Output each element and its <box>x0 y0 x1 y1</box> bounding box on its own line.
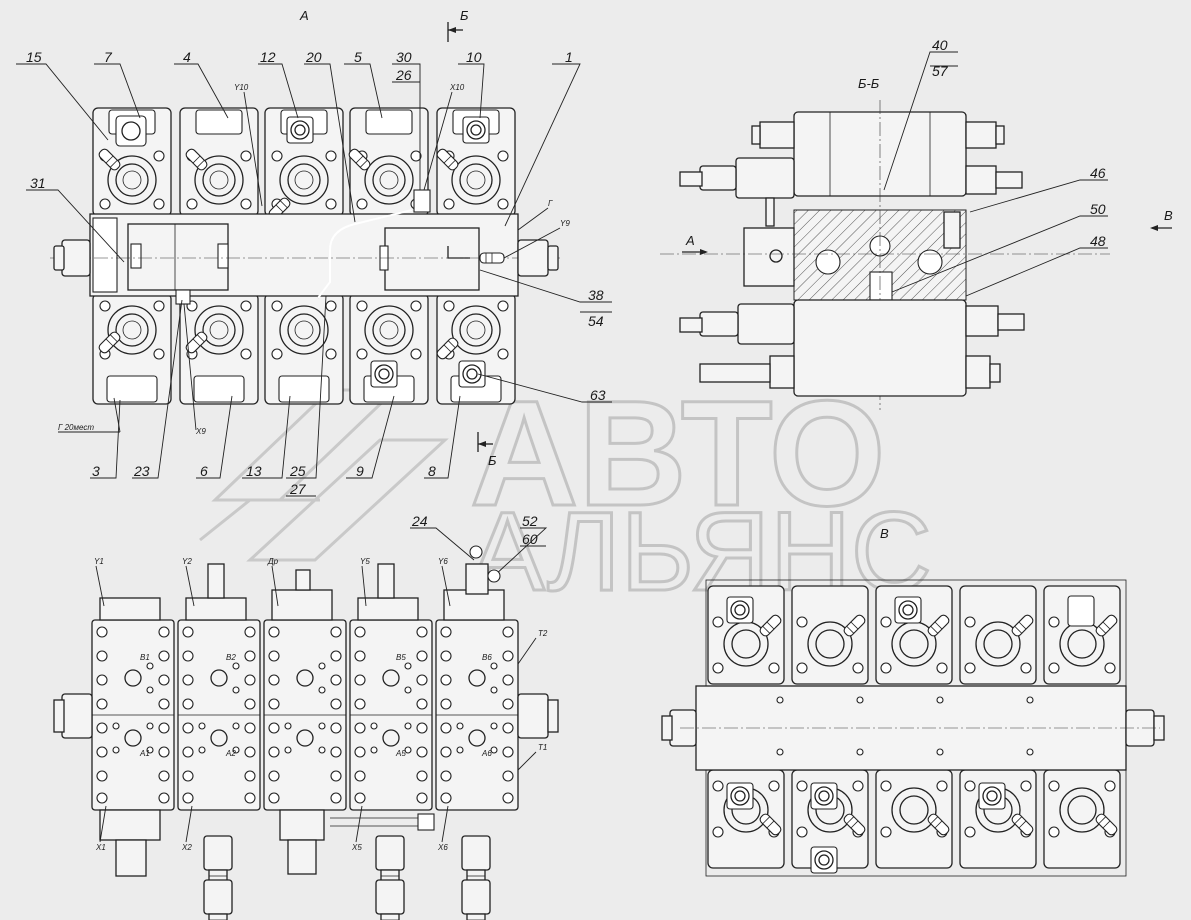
label-b2: B2 <box>226 653 236 662</box>
callout-30: 30 <box>396 49 412 65</box>
callout-27: 27 <box>289 481 307 497</box>
callout-46: 46 <box>1090 165 1106 181</box>
label-y6: Y6 <box>438 557 448 566</box>
label-x9: X9 <box>195 427 206 436</box>
label-t1: T1 <box>538 743 547 752</box>
callout-31: 31 <box>30 175 46 191</box>
callout-10: 10 <box>466 49 482 65</box>
label-x5: X5 <box>351 843 362 852</box>
arrow-a-label: А <box>685 233 695 248</box>
callouts-top: 15 7 4 12 20 5 30 26 10 1 Y10 X10 Г Y <box>16 49 612 436</box>
label-y9: Y9 <box>560 219 570 228</box>
callout-40: 40 <box>932 37 948 53</box>
view-label-top: А <box>299 8 309 23</box>
callout-23: 23 <box>133 463 150 479</box>
callout-25: 25 <box>289 463 306 479</box>
callout-6: 6 <box>200 463 208 479</box>
label-a2: A2 <box>225 749 236 758</box>
label-dr: Др <box>267 557 279 566</box>
callout-9: 9 <box>356 463 364 479</box>
callout-54: 54 <box>588 313 604 329</box>
callout-5: 5 <box>354 49 362 65</box>
front-view: Y1 Y2 Др Y5 Y6 T2 T1 X1 X2 X5 X6 B1 B2 B… <box>53 513 559 920</box>
top-view: А Б <box>16 8 612 497</box>
label-y2: Y2 <box>182 557 192 566</box>
callout-60: 60 <box>522 531 538 547</box>
front-port-labels: Y1 Y2 Др Y5 Y6 T2 T1 X1 X2 X5 X6 B1 B2 B… <box>94 557 548 852</box>
callout-20: 20 <box>305 49 322 65</box>
callouts-bottom: 3 23 6 13 25 27 9 8 <box>90 295 461 497</box>
label-x10: X10 <box>449 83 465 92</box>
callout-26: 26 <box>395 67 412 83</box>
callout-52: 52 <box>522 513 538 529</box>
callout-7: 7 <box>104 49 113 65</box>
label-a6: A6 <box>481 749 492 758</box>
label-b6: B6 <box>482 653 492 662</box>
label-a5: A5 <box>395 749 406 758</box>
label-y10: Y10 <box>234 83 249 92</box>
callout-63: 63 <box>590 387 606 403</box>
callout-24: 24 <box>411 513 428 529</box>
label-y1: Y1 <box>94 557 104 566</box>
label-y5: Y5 <box>360 557 370 566</box>
callout-3: 3 <box>92 463 100 479</box>
label-note: Г 20мест <box>58 423 94 432</box>
label-x6: X6 <box>437 843 448 852</box>
view-label-v: В <box>880 526 889 541</box>
callout-48: 48 <box>1090 233 1106 249</box>
callout-50: 50 <box>1090 201 1106 217</box>
label-x1: X1 <box>95 843 106 852</box>
callout-4: 4 <box>183 49 191 65</box>
callout-57: 57 <box>932 63 949 79</box>
label-g: Г <box>548 199 553 208</box>
label-b1: B1 <box>140 653 150 662</box>
section-mark-top: Б <box>460 8 469 23</box>
view-v: В <box>661 526 1165 877</box>
label-t2: T2 <box>538 629 548 638</box>
arrow-v-label: В <box>1164 208 1173 223</box>
callout-1: 1 <box>565 49 573 65</box>
callout-8: 8 <box>428 463 436 479</box>
callout-12: 12 <box>260 49 276 65</box>
view-label-section: Б-Б <box>858 76 880 91</box>
callout-38: 38 <box>588 287 604 303</box>
section-view: Б-Б А <box>660 37 1173 410</box>
label-b5: B5 <box>396 653 406 662</box>
label-x2: X2 <box>181 843 192 852</box>
section-mark-bottom: Б <box>488 453 497 468</box>
callout-15: 15 <box>26 49 42 65</box>
label-a1: A1 <box>139 749 150 758</box>
callout-13: 13 <box>246 463 262 479</box>
